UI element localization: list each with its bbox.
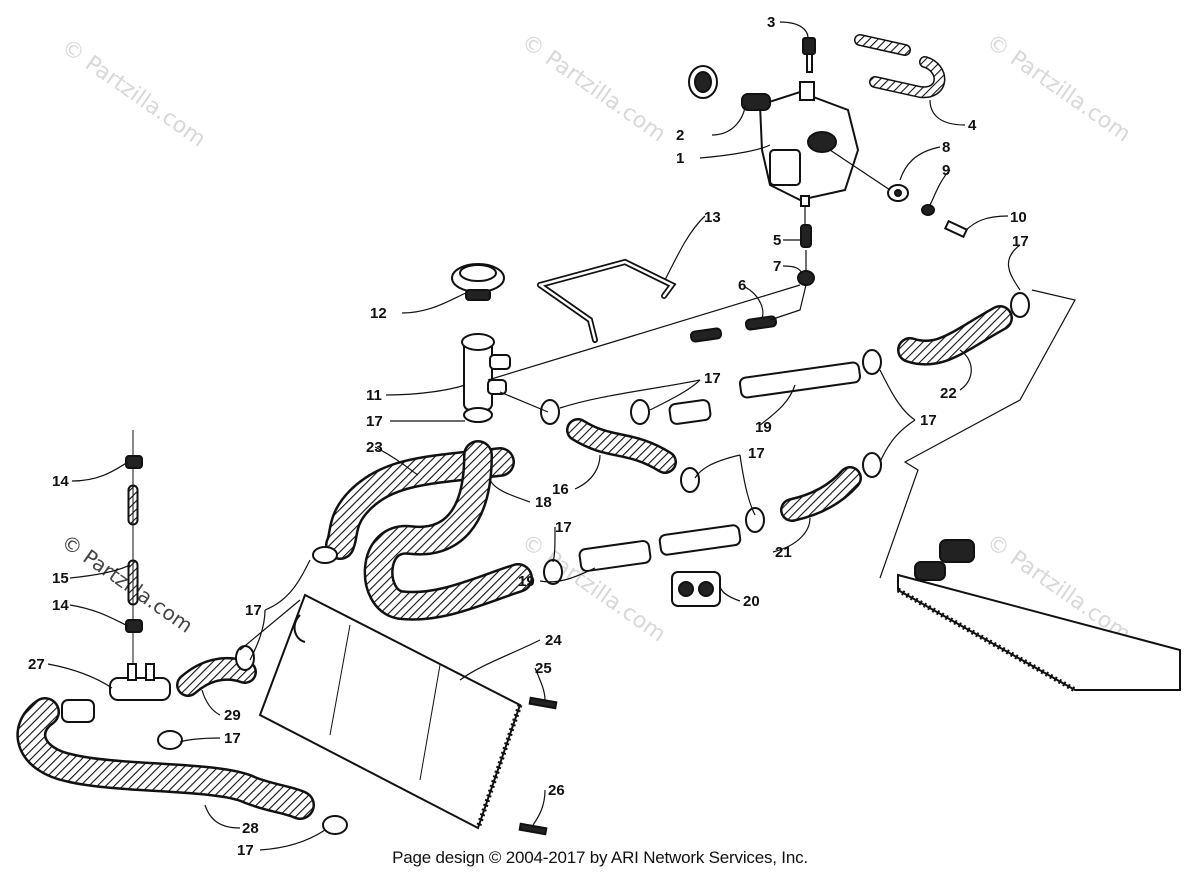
callout-17: 17 <box>1012 233 1029 250</box>
callout-20: 20 <box>743 593 760 610</box>
callout-17: 17 <box>224 730 241 747</box>
hoses <box>16 305 1013 820</box>
part-2-cap <box>688 65 771 111</box>
part-13-rod <box>537 258 677 343</box>
callout-10: 10 <box>1010 209 1027 226</box>
part-11-filler-neck <box>461 333 511 423</box>
connection-lines <box>239 149 891 651</box>
callout-19: 19 <box>518 573 535 590</box>
part-24-radiator <box>258 593 523 830</box>
part-8-9-10-hardware <box>887 184 969 239</box>
clamps <box>157 292 1030 835</box>
callout-17: 17 <box>555 519 572 536</box>
callout-27: 27 <box>28 656 45 673</box>
watermark: © Partzilla.com <box>57 34 210 152</box>
part-20-grommet <box>671 571 721 607</box>
callout-26: 26 <box>548 782 565 799</box>
watermark: © Partzilla.com <box>517 29 670 147</box>
callout-21: 21 <box>775 544 792 561</box>
callout-17: 17 <box>245 602 262 619</box>
callout-8: 8 <box>942 139 950 156</box>
callout-5: 5 <box>773 232 781 249</box>
callouts: 3 2 1 4 8 9 10 13 5 7 6 12 17 22 11 17 1… <box>28 14 1029 859</box>
callout-9: 9 <box>942 162 950 179</box>
callout-29: 29 <box>224 707 241 724</box>
callout-17: 17 <box>748 445 765 462</box>
part-25-26-bolts <box>518 696 558 836</box>
callout-11: 11 <box>366 387 382 404</box>
callout-14: 14 <box>52 597 69 614</box>
callout-17: 17 <box>704 370 721 387</box>
callout-1: 1 <box>676 150 684 167</box>
callout-17: 17 <box>237 842 254 859</box>
callout-17: 17 <box>920 412 937 429</box>
part-1-reservoir <box>758 81 860 207</box>
callout-25: 25 <box>535 660 552 677</box>
callout-7: 7 <box>773 258 781 275</box>
callout-28: 28 <box>242 820 259 837</box>
part-4-overflow-hose <box>854 34 946 99</box>
callout-2: 2 <box>676 127 684 144</box>
callout-4: 4 <box>968 117 977 134</box>
callout-13: 13 <box>704 209 721 226</box>
callout-3: 3 <box>767 14 775 31</box>
callout-16: 16 <box>552 481 569 498</box>
callout-14: 14 <box>52 473 69 490</box>
heat-exchanger <box>879 289 1181 693</box>
part-12-radiator-cap <box>451 263 505 301</box>
callout-24: 24 <box>545 632 562 649</box>
callout-23: 23 <box>366 439 383 456</box>
part-5-7-6-hose-fitting <box>689 224 815 343</box>
watermark: © Partzilla.com <box>982 29 1135 147</box>
callout-18: 18 <box>535 494 552 511</box>
callout-19: 19 <box>755 419 772 436</box>
callout-12: 12 <box>370 305 387 322</box>
callout-22: 22 <box>940 385 957 402</box>
part-14-27-fittings <box>109 455 171 701</box>
callout-6: 6 <box>738 277 746 294</box>
part-3-fitting <box>802 37 816 73</box>
callout-15: 15 <box>52 570 69 587</box>
callout-leaders <box>47 21 1021 851</box>
callout-17: 17 <box>366 413 383 430</box>
copyright-footer: Page design © 2004-2017 by ARI Network S… <box>392 848 808 867</box>
